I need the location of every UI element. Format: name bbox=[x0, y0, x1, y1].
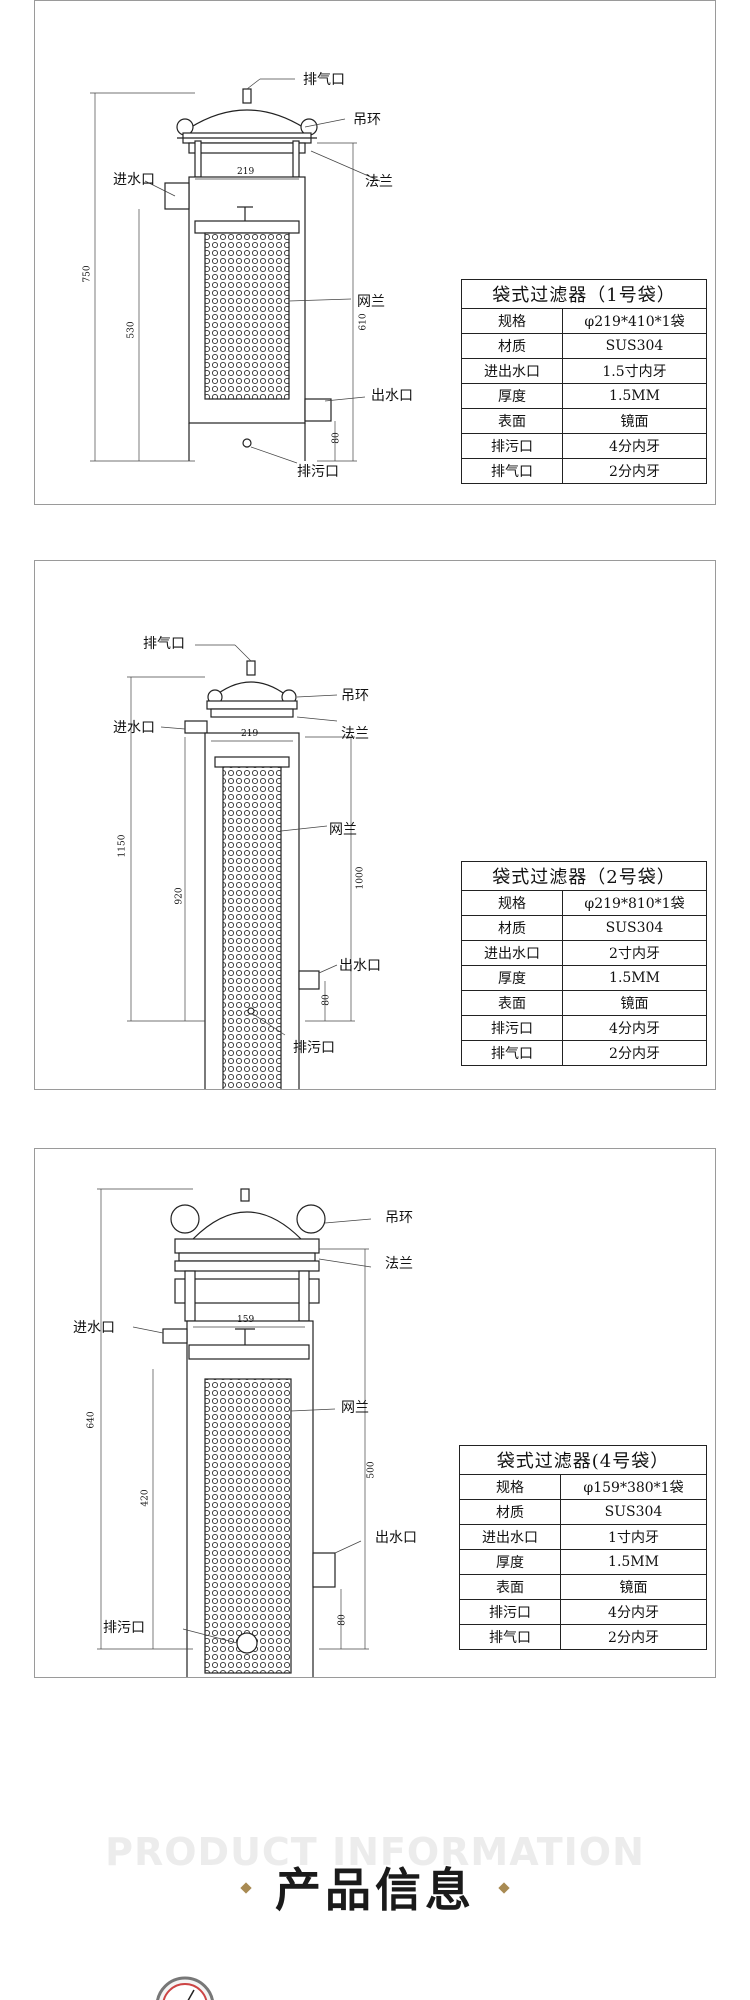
total-height-dimension: 640 bbox=[86, 1411, 97, 1429]
filter-diagram-2 bbox=[127, 644, 355, 1089]
body-height-dimension: 420 bbox=[140, 1489, 151, 1507]
width-dimension: 159 bbox=[237, 1315, 255, 1325]
spec-key: 厚度 bbox=[459, 1549, 561, 1575]
lift-ring-label: 吊环 bbox=[353, 112, 381, 128]
inlet-label: 进水口 bbox=[113, 720, 155, 736]
spec-value: SUS304 bbox=[562, 915, 707, 941]
spec-table-title: 袋式过滤器(4号袋） bbox=[459, 1445, 707, 1475]
spec-key: 规格 bbox=[461, 308, 563, 334]
width-dimension: 219 bbox=[241, 729, 259, 739]
flange-label: 法兰 bbox=[365, 174, 393, 190]
spec-key: 排气口 bbox=[461, 1040, 563, 1066]
product-info-watermark: PRODUCT INFORMATION bbox=[105, 1830, 645, 1874]
outlet-label: 出水口 bbox=[339, 958, 381, 974]
filter-panel-2: 排气口 吊环 进水口 法兰 网兰 出水口 排污口 219 1150 920 10… bbox=[34, 560, 716, 1090]
spec-value: φ159*380*1袋 bbox=[560, 1474, 707, 1500]
spec-key: 排气口 bbox=[459, 1624, 561, 1650]
spec-value: 4分内牙 bbox=[562, 1015, 707, 1041]
spec-value: 4分内牙 bbox=[562, 433, 707, 459]
spec-key: 排污口 bbox=[461, 1015, 563, 1041]
outlet-label: 出水口 bbox=[375, 1530, 417, 1546]
body-height-dimension: 530 bbox=[126, 321, 137, 339]
spec-key: 进出水口 bbox=[461, 358, 563, 384]
total-height-dimension: 750 bbox=[82, 265, 93, 283]
spec-key: 排气口 bbox=[461, 458, 563, 484]
right-height-dimension: 500 bbox=[366, 1461, 377, 1479]
product-info-title: 产品信息 bbox=[275, 1863, 475, 1917]
filter-diagram-1 bbox=[90, 78, 381, 464]
spec-key: 规格 bbox=[461, 890, 563, 916]
body-height-dimension: 920 bbox=[174, 887, 185, 905]
spec-key: 排污口 bbox=[461, 433, 563, 459]
right-height-dimension: 610 bbox=[358, 313, 369, 331]
spec-key: 材质 bbox=[461, 333, 563, 359]
spec-table-title: 袋式过滤器（1号袋） bbox=[461, 279, 707, 309]
spec-key: 进出水口 bbox=[461, 940, 563, 966]
spec-value: 2分内牙 bbox=[560, 1624, 707, 1650]
spec-key: 厚度 bbox=[461, 965, 563, 991]
mesh-label: 网兰 bbox=[357, 294, 385, 310]
spec-key: 规格 bbox=[459, 1474, 561, 1500]
spec-value: 2寸内牙 bbox=[562, 940, 707, 966]
spec-key: 表面 bbox=[459, 1574, 561, 1600]
spec-value: 1.5MM bbox=[562, 383, 707, 409]
outlet-height-dimension: 80 bbox=[337, 1614, 348, 1626]
spec-value: 1.5MM bbox=[560, 1549, 707, 1575]
spec-table-title: 袋式过滤器（2号袋） bbox=[461, 861, 707, 891]
spec-key: 材质 bbox=[459, 1499, 561, 1525]
flange-label: 法兰 bbox=[341, 726, 369, 742]
spec-key: 表面 bbox=[461, 990, 563, 1016]
spec-key: 排污口 bbox=[459, 1599, 561, 1625]
outlet-height-dimension: 80 bbox=[321, 994, 332, 1006]
inlet-label: 进水口 bbox=[113, 172, 155, 188]
drain-label: 排污口 bbox=[297, 464, 339, 480]
spec-value: 1寸内牙 bbox=[560, 1524, 707, 1550]
spec-value: 镜面 bbox=[560, 1574, 707, 1600]
spec-value: φ219*410*1袋 bbox=[562, 308, 707, 334]
spec-key: 表面 bbox=[461, 408, 563, 434]
spec-value: φ219*810*1袋 bbox=[562, 890, 707, 916]
outlet-height-dimension: 80 bbox=[331, 432, 342, 444]
product-info-section: PRODUCT INFORMATION 产品信息 bbox=[0, 1800, 750, 2000]
spec-value: 镜面 bbox=[562, 990, 707, 1016]
lift-ring-label: 吊环 bbox=[341, 688, 369, 704]
spec-value: 1.5MM bbox=[562, 965, 707, 991]
mesh-label: 网兰 bbox=[329, 822, 357, 838]
spec-value: 4分内牙 bbox=[560, 1599, 707, 1625]
spec-value: SUS304 bbox=[560, 1499, 707, 1525]
filter-panel-1: 排气口 吊环 进水口 法兰 网兰 出水口 排污口 219 750 530 610… bbox=[34, 0, 716, 505]
spec-value: 1.5寸内牙 bbox=[562, 358, 707, 384]
total-height-dimension: 1150 bbox=[117, 834, 128, 858]
pressure-gauge-icon bbox=[156, 1976, 214, 2000]
inlet-label: 进水口 bbox=[73, 1320, 115, 1336]
mesh-label: 网兰 bbox=[341, 1400, 369, 1416]
drain-label: 排污口 bbox=[293, 1040, 335, 1056]
flange-label: 法兰 bbox=[385, 1256, 413, 1272]
vent-label: 排气口 bbox=[143, 636, 185, 652]
outlet-label: 出水口 bbox=[371, 388, 413, 404]
vent-label: 排气口 bbox=[303, 72, 345, 88]
drain-label: 排污口 bbox=[103, 1620, 145, 1636]
spec-value: 2分内牙 bbox=[562, 458, 707, 484]
lift-ring-label: 吊环 bbox=[385, 1210, 413, 1226]
spec-value: SUS304 bbox=[562, 333, 707, 359]
filter-diagram-3 bbox=[97, 1188, 372, 1677]
spec-key: 材质 bbox=[461, 915, 563, 941]
spec-value: 2分内牙 bbox=[562, 1040, 707, 1066]
spec-key: 厚度 bbox=[461, 383, 563, 409]
spec-value: 镜面 bbox=[562, 408, 707, 434]
right-height-dimension: 1000 bbox=[355, 866, 366, 890]
filter-panel-3: 吊环 法兰 进水口 网兰 出水口 排污口 159 640 420 500 80 … bbox=[34, 1148, 716, 1678]
width-dimension: 219 bbox=[237, 167, 255, 177]
spec-key: 进出水口 bbox=[459, 1524, 561, 1550]
